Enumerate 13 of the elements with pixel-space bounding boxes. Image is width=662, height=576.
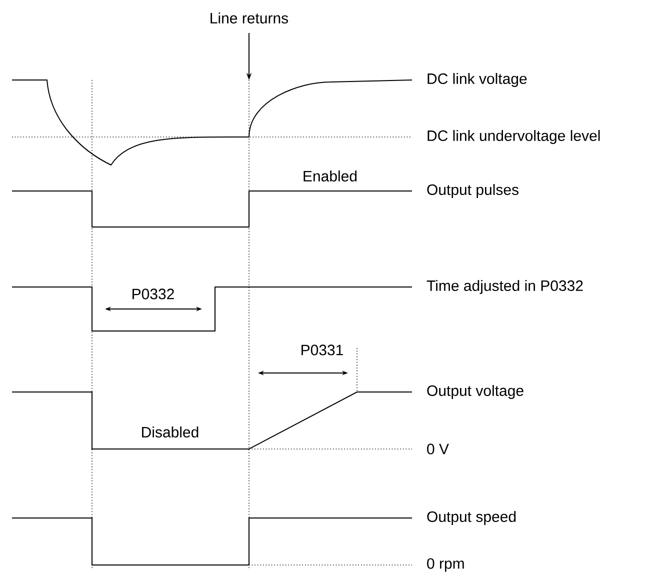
signal-label: Output pulses <box>427 184 518 198</box>
signal-label: Time adjusted in P0332 <box>426 280 583 294</box>
dimension-label: P0332 <box>132 288 174 300</box>
dimension-label: P0331 <box>302 344 343 356</box>
signal-label: Output speed <box>427 511 516 525</box>
state-label: Disabled <box>142 426 198 438</box>
signal-label: 0 rpm <box>427 558 464 572</box>
signal-label: Output voltage <box>427 385 524 399</box>
signal-label: DC link undervoltage level <box>428 130 600 144</box>
state-label: Enabled <box>304 170 357 182</box>
signal-label: DC link voltage <box>428 73 527 87</box>
annotation-text: Line returns <box>210 12 288 24</box>
signal-label: 0 V <box>427 444 449 454</box>
